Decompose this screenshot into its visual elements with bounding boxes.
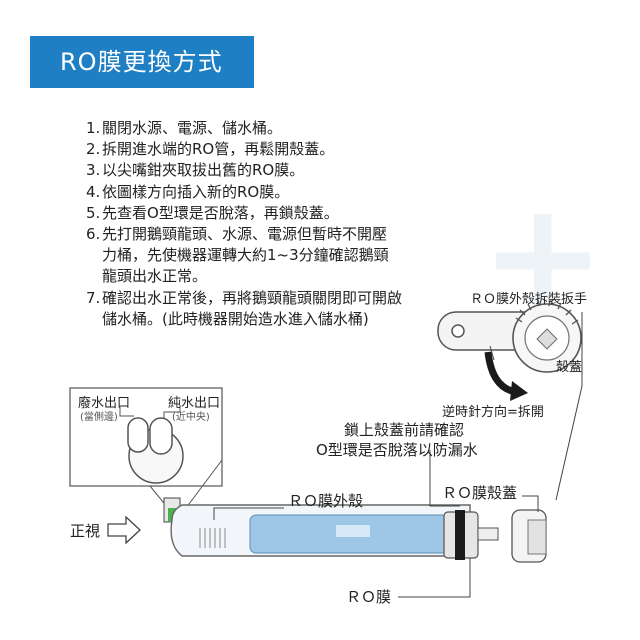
step-text: 關閉水源、電源、儲水桶。 <box>102 119 283 137</box>
ro-housing-label: ＲＯ膜外殼 <box>288 492 364 510</box>
step-number: 3. <box>86 161 101 180</box>
step-number: 4. <box>86 182 101 201</box>
step-number: 1. <box>86 119 101 137</box>
wrench-title-label: ＲＯ膜外殼拆裝扳手 <box>470 292 588 307</box>
list-item: 1.關閉水源、電源、儲水桶。 <box>86 118 416 139</box>
front-view-label: 正視 <box>70 522 101 540</box>
step-number: 7. <box>86 288 101 307</box>
step-text: 確認出水正常後，再將鵝頸龍頭關閉即可開啟儲水桶。(此時機器開始造水進入儲水桶) <box>102 288 403 328</box>
waste-outlet-label: 廢水出口 <box>78 396 131 411</box>
step-number: 2. <box>86 140 101 159</box>
ro-membrane-label: ＲＯ膜 <box>346 588 392 606</box>
ccw-arrowhead-icon <box>510 381 528 401</box>
step-number: 5. <box>86 203 101 222</box>
step-text: 先打開鵝頸龍頭、水源、電源但暫時不開壓力桶，先使機器運轉大約1~3分鐘確認鵝頸龍… <box>102 225 389 286</box>
oring-note-line2: O型環是否脫落以防漏水 <box>316 441 478 459</box>
step-text: 以尖嘴鉗夾取拔出舊的RO膜。 <box>102 161 305 180</box>
instruction-list: 1.關閉水源、電源、儲水桶。 2.拆開進水端的RO管，再鬆開殼蓋。 3.以尖嘴鉗… <box>86 118 416 330</box>
pure-outlet-sub-label: (近中央) <box>172 412 210 423</box>
step-text: 拆開進水端的RO管，再鬆開殼蓋。 <box>102 140 335 159</box>
step-number: 6. <box>86 225 101 244</box>
ro-membrane <box>249 510 499 560</box>
outlet-front-view <box>69 387 223 487</box>
ccw-open-label: 逆時針方向=拆開 <box>442 405 544 420</box>
ro-shell-cap <box>511 509 547 563</box>
front-view-arrow-icon <box>107 515 141 545</box>
pure-outlet-label: 純水出口 <box>168 396 221 411</box>
waste-outlet-sub-label: (當側邊) <box>80 412 118 423</box>
list-item: 4.依圖樣方向插入新的RO膜。 <box>86 182 416 203</box>
list-item: 2.拆開進水端的RO管，再鬆開殼蓋。 <box>86 139 416 160</box>
list-item: 6.先打開鵝頸龍頭、水源、電源但暫時不開壓力桶，先使機器運轉大約1~3分鐘確認鵝… <box>86 224 392 288</box>
page-title: RO膜更換方式 <box>30 36 254 88</box>
list-item: 3.以尖嘴鉗夾取拔出舊的RO膜。 <box>86 160 416 181</box>
ro-cap-label: ＲＯ膜殼蓋 <box>442 484 518 502</box>
oring-note-line1: 鎖上殼蓋前請確認 <box>344 421 465 439</box>
list-item: 7.確認出水正常後，再將鵝頸龍頭關閉即可開啟儲水桶。(此時機器開始造水進入儲水桶… <box>86 288 402 330</box>
step-text: 依圖樣方向插入新的RO膜。 <box>102 182 290 201</box>
step-text: 先查看O型環是否脫落，再鎖殼蓋。 <box>102 203 339 222</box>
wrench-illustration <box>437 299 582 373</box>
shell-cap-small-label: 殼蓋 <box>556 360 583 375</box>
list-item: 5.先查看O型環是否脫落，再鎖殼蓋。 <box>86 203 416 224</box>
